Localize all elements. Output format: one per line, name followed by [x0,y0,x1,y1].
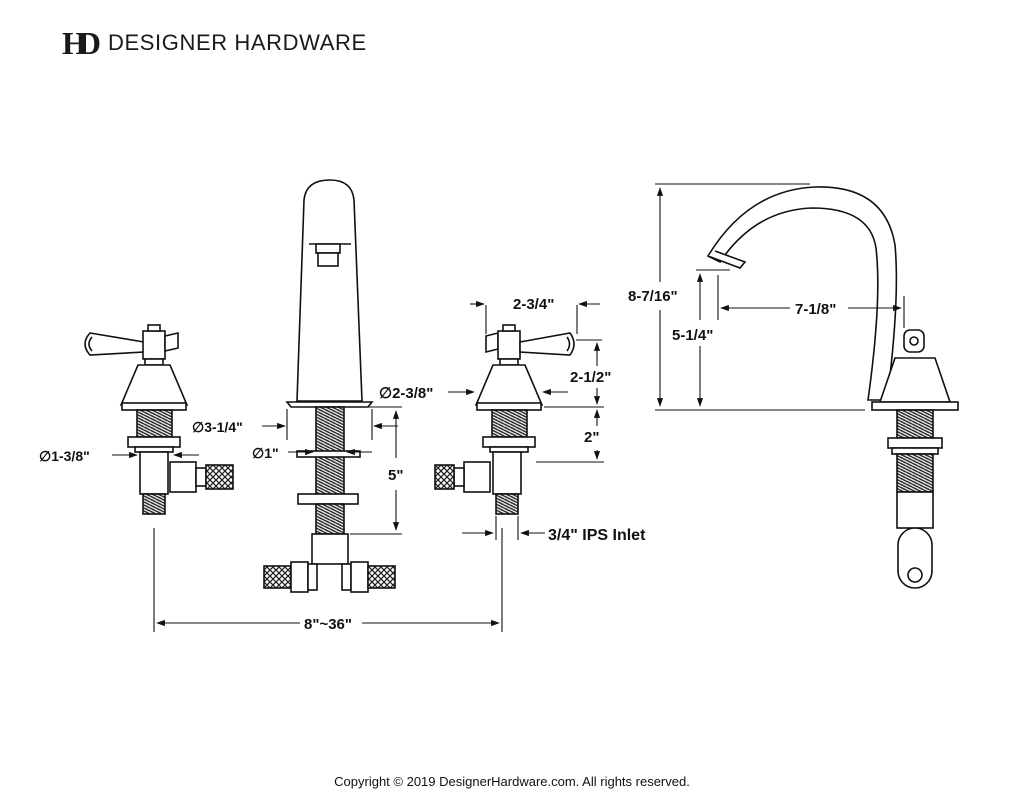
dim-inlet-size: 3/4" IPS Inlet [548,527,646,544]
dim-spread: 8"~36" [304,616,352,633]
brand-header: HD DESIGNER HARDWARE [62,26,367,60]
spout-assembly [263,179,396,593]
dimension-labels: ∅1-3/8" ∅3-1/4" ∅1" 5" 2-3/4" ∅2-3/8" 2-… [39,288,836,633]
dim-handle-width: 2-3/4" [513,296,554,313]
dim-spout-outlet-height: 5-1/4" [672,327,713,344]
dimension-lines [112,183,905,632]
dim-spout-shank-length: 5" [388,467,403,484]
dim-handle-base-diameter: ∅2-3/8" [379,385,433,402]
right-handle-valve [434,324,575,515]
brand-name: DESIGNER HARDWARE [108,30,367,55]
dim-handle-shank-length: 2" [584,429,599,446]
copyright-footer: Copyright © 2019 DesignerHardware.com. A… [334,774,690,789]
dim-spout-reach: 7-1/8" [795,301,836,318]
left-handle-valve [84,324,234,515]
dim-spout-base-diameter: ∅3-1/4" [192,419,243,435]
dim-spout-total-height: 8-7/16" [628,288,678,305]
dim-handle-height: 2-1/2" [570,369,611,386]
dim-spout-shank-diameter: ∅1" [252,445,279,461]
spout-side-view [706,186,959,589]
dim-left-flange-diameter: ∅1-3/8" [39,448,90,464]
